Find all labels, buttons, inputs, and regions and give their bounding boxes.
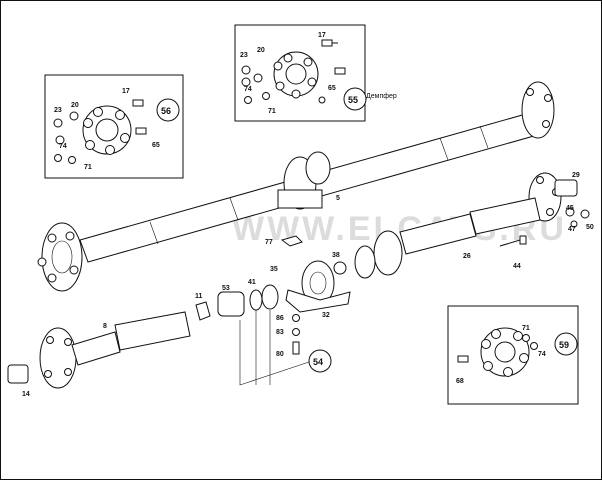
label-23: 23 bbox=[54, 107, 62, 114]
label-71: 71 bbox=[84, 164, 92, 171]
label-74: 74 bbox=[59, 143, 67, 150]
callout-54: 54 bbox=[313, 357, 323, 367]
label-80: 80 bbox=[276, 351, 284, 358]
label-86: 86 bbox=[276, 315, 284, 322]
label-5: 5 bbox=[336, 195, 340, 202]
inset-56-frame bbox=[44, 74, 184, 179]
inset-59-frame bbox=[447, 305, 579, 405]
label-68: 68 bbox=[456, 378, 464, 385]
callout-54-circle bbox=[308, 349, 332, 373]
label-71: 71 bbox=[522, 325, 530, 332]
label-83: 83 bbox=[276, 329, 284, 336]
label-8: 8 bbox=[103, 323, 107, 330]
label-29: 29 bbox=[572, 172, 580, 179]
inset-59: 71 74 68 59 bbox=[447, 305, 579, 405]
label-41: 41 bbox=[248, 279, 256, 286]
label-32: 32 bbox=[322, 312, 330, 319]
inset-55: 23 20 17 74 71 65 55 Демпфер bbox=[234, 24, 397, 122]
middle-right-shaft: 29 45 47 50 26 44 bbox=[354, 172, 594, 279]
callout-56-circle bbox=[156, 98, 180, 122]
label-20: 20 bbox=[257, 47, 265, 54]
label-14: 14 bbox=[22, 391, 30, 398]
center-bearing-group: 77 38 35 32 41 53 11 86 83 80 54 bbox=[195, 235, 351, 386]
label-35: 35 bbox=[270, 266, 278, 273]
lower-left-shaft: 14 8 bbox=[7, 311, 191, 398]
label-17: 17 bbox=[122, 88, 130, 95]
label-53: 53 bbox=[222, 285, 230, 292]
label-77: 77 bbox=[265, 239, 273, 246]
damper-note: Демпфер bbox=[366, 93, 397, 100]
label-26: 26 bbox=[463, 253, 471, 260]
inset-56: 23 20 17 74 71 65 56 bbox=[44, 74, 184, 179]
upper-shaft: 5 bbox=[37, 81, 555, 292]
callout-59: 59 bbox=[559, 340, 569, 350]
label-23: 23 bbox=[240, 52, 248, 59]
label-20: 20 bbox=[71, 102, 79, 109]
label-65: 65 bbox=[328, 85, 336, 92]
label-50: 50 bbox=[586, 224, 594, 231]
label-74: 74 bbox=[244, 86, 252, 93]
label-17: 17 bbox=[318, 32, 326, 39]
callout-59-circle bbox=[554, 332, 578, 356]
callout-56: 56 bbox=[161, 106, 171, 116]
label-71: 71 bbox=[268, 108, 276, 115]
callout-55-circle bbox=[343, 87, 367, 111]
callout-55: 55 bbox=[348, 95, 358, 105]
label-47: 47 bbox=[568, 226, 576, 233]
inset-55-frame bbox=[234, 24, 366, 122]
label-44: 44 bbox=[513, 263, 521, 270]
label-74: 74 bbox=[538, 351, 546, 358]
label-65: 65 bbox=[152, 142, 160, 149]
label-45: 45 bbox=[566, 205, 574, 212]
label-11: 11 bbox=[195, 293, 203, 300]
label-38: 38 bbox=[332, 252, 340, 259]
